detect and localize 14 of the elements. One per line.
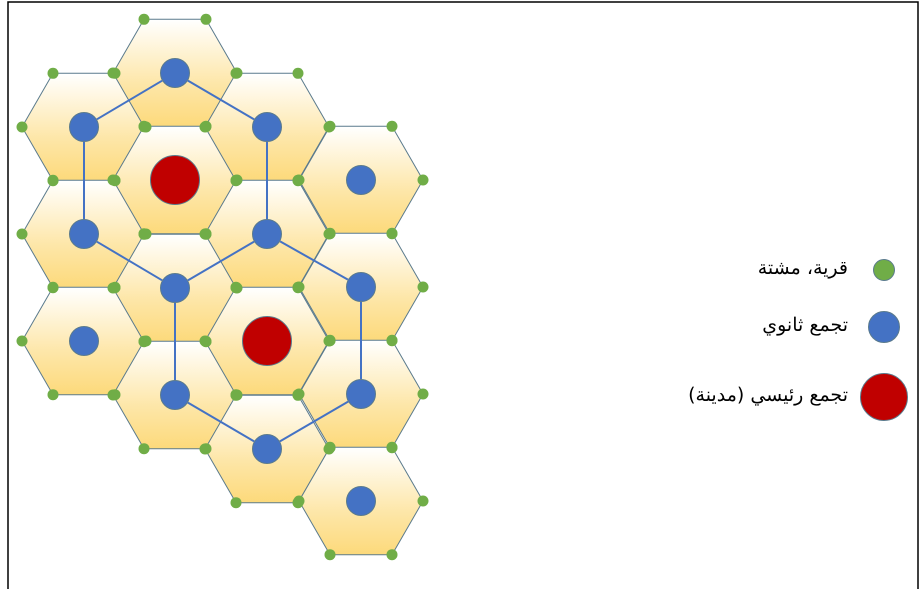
connector-line bbox=[187, 80, 255, 120]
connector-line bbox=[360, 302, 362, 379]
connector-line bbox=[96, 240, 163, 282]
legend-label: تجمع رئيسي (مدينة) bbox=[688, 384, 848, 406]
connector-line bbox=[83, 142, 85, 219]
connector-line bbox=[266, 142, 268, 219]
connector-line bbox=[187, 402, 255, 442]
connector-line bbox=[187, 240, 255, 282]
connector-line bbox=[280, 240, 348, 280]
connector-line bbox=[174, 303, 176, 380]
legend-label: تجمع ثانوي bbox=[762, 314, 848, 336]
connector-line bbox=[96, 80, 163, 120]
legend-label: قرية، مشتة bbox=[758, 257, 848, 279]
connector-line bbox=[279, 400, 349, 442]
